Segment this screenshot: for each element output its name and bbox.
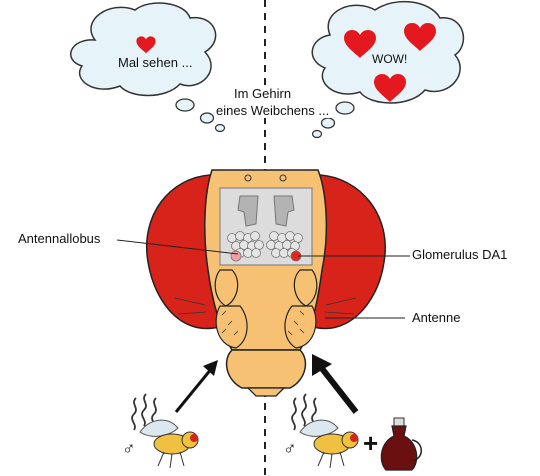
heart-icon: [374, 73, 406, 102]
label-glomerulus-da1: Glomerulus DA1: [412, 247, 508, 262]
heart-icon: [344, 29, 376, 58]
label-antenna: Antenne: [412, 310, 461, 325]
plus-sign: +: [363, 428, 379, 458]
caption-line-2: eines Weibchens ...: [214, 103, 332, 118]
thought-text-left: Mal sehen ...: [118, 55, 193, 70]
caption-line-1: Im Gehirn: [232, 86, 294, 101]
heart-icon: [404, 22, 436, 51]
male-symbol-right: ♂: [283, 438, 297, 458]
label-antennal-lobe: Antennallobus: [18, 231, 101, 246]
heart-icon: [136, 36, 156, 54]
fly-icon: [139, 419, 199, 469]
fly-icon: [299, 419, 359, 469]
fly-head: [146, 169, 386, 397]
male-symbol-left: ♂: [122, 438, 136, 458]
glomerulus-da1-left: [230, 250, 242, 262]
arrow-icon: [312, 354, 359, 414]
thought-text-right: WOW!: [372, 52, 408, 66]
arrow-icon: [174, 360, 218, 413]
thought-cloud-right: [311, 0, 465, 139]
vinegar-bottle-icon: [380, 417, 422, 471]
